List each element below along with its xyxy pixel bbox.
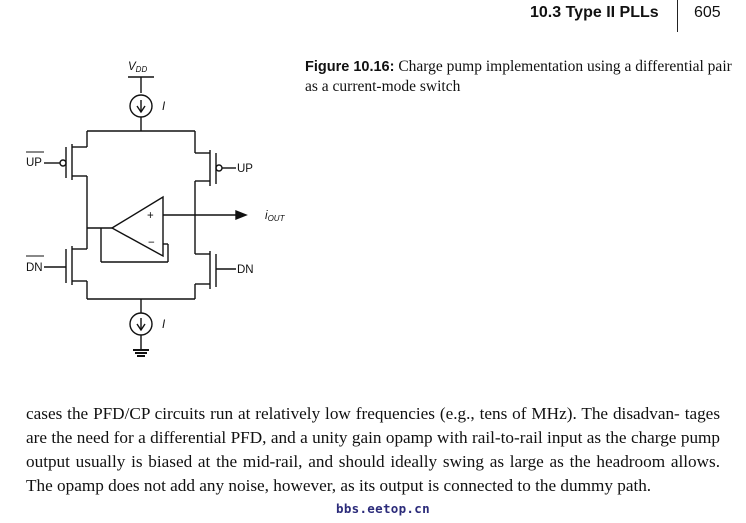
body-line: cases the PFD/CP circuits run at relativ… [26,404,680,423]
figure-caption-text: Charge pump implementation using a diffe… [305,58,732,95]
body-paragraph: cases the PFD/CP circuits run at relativ… [26,402,720,498]
bottom-current-label: I [162,319,166,331]
top-current-label: I [162,101,166,113]
dn-bar-label: DN [26,262,43,274]
body-line: headroom allows. The opamp does not add … [26,452,720,495]
header-divider [677,0,678,32]
left-top-transistor [44,131,88,228]
up-label: UP [237,163,253,175]
right-bottom-transistor [194,248,236,299]
body-line: the dummy path. [535,476,652,495]
body-line: tages are the need for a differential PF… [26,404,721,447]
watermark: bbs.eetop.cn [336,501,430,516]
right-top-transistor [194,131,236,248]
opamp-minus-sign: − [148,237,155,249]
body-line: charge pump output usually is biased at … [26,428,721,471]
iout-label: iOUT [265,210,286,223]
left-bottom-transistor [44,228,88,299]
page-number: 605 [694,4,721,21]
figure-label: Figure 10.16: [305,59,395,75]
running-header-section: 10.3 Type II PLLs [530,4,659,21]
opamp-plus-sign: + [147,210,154,222]
figure-caption: Figure 10.16: Charge pump implementation… [305,57,735,97]
up-bar-label: UP [26,157,42,169]
dn-label: DN [237,264,254,276]
unity-gain-opamp [87,195,195,263]
vdd-label: VDD [128,61,147,74]
ground-symbol [133,349,149,357]
